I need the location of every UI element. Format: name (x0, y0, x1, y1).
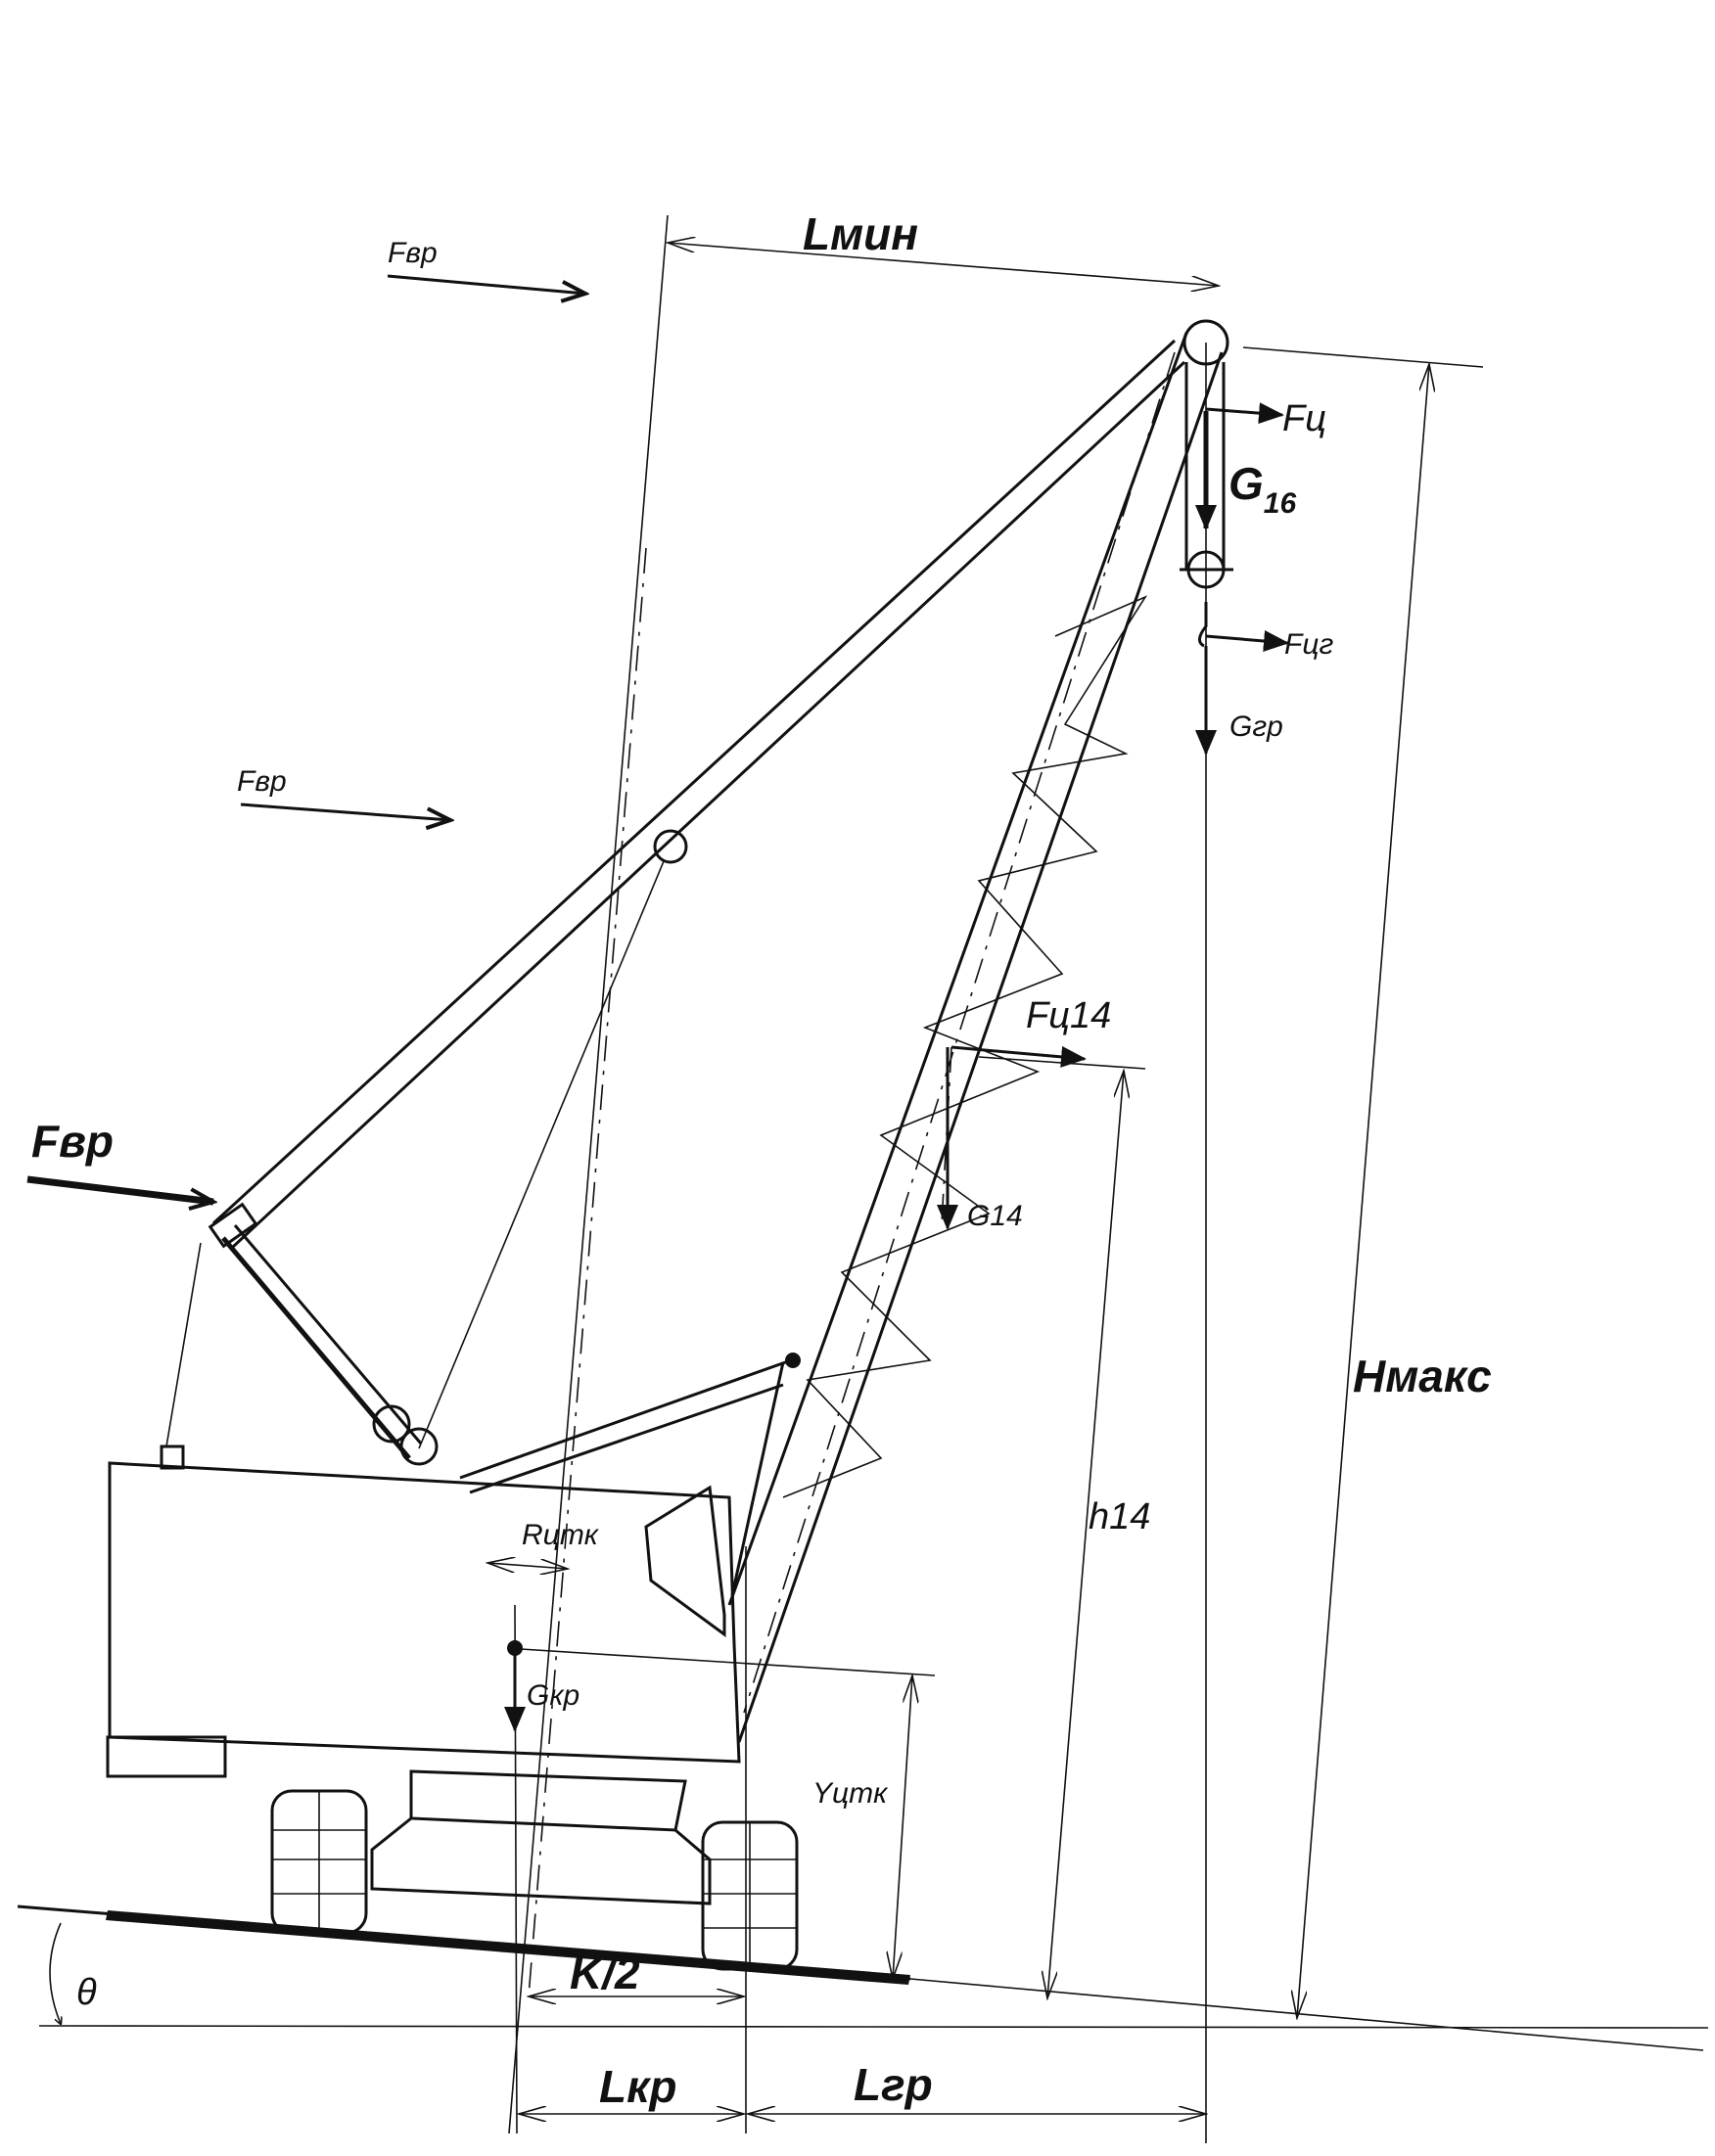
fc-label: Fц (1282, 398, 1326, 439)
boom-chord-right (737, 351, 1224, 1743)
l-min-label: Lмин (803, 208, 918, 259)
cab (644, 1485, 726, 1637)
h-max-dimension (1297, 364, 1429, 2018)
h14-label: h14 (1089, 1496, 1150, 1537)
horizontal-reference (38, 2025, 1709, 2029)
wind-force-left (26, 1175, 213, 1202)
pendant-bottom (231, 360, 1186, 1249)
ground: θ (17, 1904, 1709, 2051)
housing-lug (160, 1445, 185, 1470)
crane-body (106, 1445, 799, 1971)
pendant-hanger (418, 860, 665, 1449)
wind-force-top (387, 274, 585, 294)
r-ctk-dimension (487, 1563, 568, 1569)
y-ctk-label: Yцтк (812, 1777, 889, 1810)
theta-arc (49, 1922, 61, 2024)
boom-lacing (782, 595, 1148, 1498)
theta-label: θ (76, 1972, 97, 2013)
hook (1198, 602, 1208, 648)
h-max-label: Hмакс (1353, 1351, 1492, 1401)
undercarriage-frame (370, 1816, 712, 1905)
boom-centerline (743, 351, 1176, 1714)
wind-force-mid-label: Fвр (237, 765, 287, 798)
hoist-strut-top (459, 1358, 792, 1480)
mast-pivot-right (399, 1427, 439, 1466)
g-gr-label: Gгр (1229, 711, 1283, 743)
mast-arm (221, 1236, 411, 1460)
mast-pivot-left (372, 1404, 411, 1444)
hook-block (1180, 319, 1233, 648)
wind-force-top-label: Fвр (388, 237, 438, 269)
mast-backstay (165, 1242, 202, 1447)
reference-lines (508, 214, 1207, 2143)
fc14-label: Fц14 (1026, 995, 1111, 1036)
mast-and-pendant (165, 339, 1186, 1596)
pendant-top (211, 339, 1177, 1225)
mast-head (208, 1202, 258, 1249)
y-ctk-dimension (893, 1675, 912, 1979)
centrifugal-force-boom (950, 1045, 1087, 1068)
hoist-strut-bottom (469, 1383, 784, 1494)
hoist-pin (785, 1353, 801, 1368)
g-kr-label: Gкр (527, 1679, 579, 1712)
l-min-dimension (668, 243, 1219, 286)
y-ctk-top-ext (520, 1648, 936, 1676)
k-half-label: K/2 (570, 1948, 640, 1998)
pendant-sheave (653, 829, 688, 864)
boom-chord-left (727, 332, 1188, 1606)
slope-extension (909, 1978, 1704, 2051)
centrifugal-force-head (1205, 402, 1284, 425)
hoist-link (730, 1361, 785, 1596)
counterweight-step (106, 1735, 227, 1778)
l-kr-label: Lкр (599, 2061, 677, 2112)
wind-force-mid (240, 803, 450, 820)
r-ctk-label: Rцтк (522, 1519, 600, 1551)
lattice-boom (727, 332, 1224, 1743)
boom-head-sheave (1182, 319, 1229, 366)
forces: Fвр Fвр Fвр Fц G16 Fцг Gгр Fц14 G14 Gкр (26, 237, 1333, 1732)
left-vertical-reference (508, 214, 669, 2134)
g14-label: G14 (967, 1200, 1023, 1232)
l-gr-label: Lгр (854, 2059, 933, 2110)
h14-dimension (1047, 1071, 1124, 1998)
dimensions: Lмин Hмакс h14 Yцтк K/2 Lкр Lгр Rцтк (487, 208, 1492, 2114)
fcg-label: Fцг (1284, 628, 1333, 661)
h-max-top-ext (1242, 346, 1484, 368)
g16-label: G16 (1228, 458, 1296, 520)
wind-force-left-label: Fвр (31, 1116, 114, 1167)
track-ground-contact (106, 1910, 910, 1985)
turntable-housing (108, 1461, 741, 1764)
centrifugal-force-load (1205, 630, 1289, 652)
slewing-ring (409, 1769, 687, 1832)
